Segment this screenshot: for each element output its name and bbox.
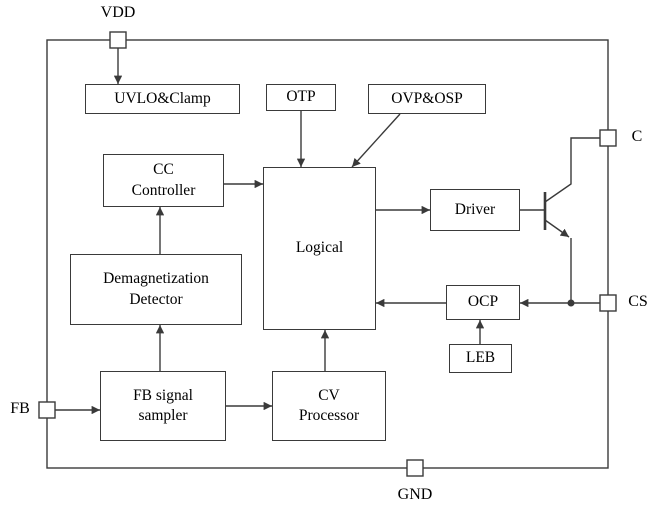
arrow-ovp-to-logical — [351, 113, 401, 168]
block-driver: Driver — [430, 189, 520, 231]
pin-label-cs: CS — [628, 293, 648, 310]
block-demagnetization-detector: Demagnetization Detector — [70, 254, 242, 325]
block-fb-sampler-label-line1: FB signal — [133, 386, 193, 404]
block-otp-label: OTP — [286, 88, 316, 106]
block-leb: LEB — [449, 344, 512, 373]
block-ovp-osp-label: OVP&OSP — [391, 89, 463, 107]
block-cc-controller-label-line2: Controller — [131, 181, 196, 199]
chip-border — [46, 39, 609, 469]
pin-cs — [599, 294, 617, 312]
block-demag-label-line2: Detector — [129, 290, 183, 308]
cs-junction-dot — [567, 299, 575, 307]
block-cc-controller: CC Controller — [103, 154, 224, 207]
block-ocp-label: OCP — [467, 293, 499, 311]
block-driver-label: Driver — [454, 200, 496, 218]
pin-fb — [38, 401, 56, 419]
transistor-emitter-arrow — [544, 219, 570, 238]
block-cv-processor: CV Processor — [272, 371, 386, 441]
pin-label-fb: FB — [10, 400, 30, 417]
pin-gnd — [406, 459, 424, 477]
pin-label-c: C — [631, 128, 643, 145]
block-ovp-osp: OVP&OSP — [368, 84, 486, 114]
pin-vdd — [109, 31, 127, 49]
block-fb-sampler-label-line2: sampler — [138, 407, 188, 424]
block-ocp: OCP — [446, 285, 520, 320]
block-leb-label: LEB — [465, 349, 496, 367]
pin-c — [599, 129, 617, 147]
pin-label-gnd: GND — [397, 486, 433, 503]
block-cc-controller-label-line1: CC — [153, 161, 174, 179]
pin-label-vdd: VDD — [100, 4, 136, 21]
transistor-collector-to-c-pin — [544, 137, 600, 203]
block-cv-processor-label-line1: CV — [318, 386, 340, 404]
block-otp: OTP — [266, 84, 336, 111]
block-uvlo-clamp-label: UVLO&Clamp — [114, 89, 211, 107]
block-logical-label: Logical — [295, 239, 344, 257]
block-logical: Logical — [263, 167, 376, 330]
block-cv-processor-label-line2: Processor — [298, 407, 360, 424]
block-uvlo-clamp: UVLO&Clamp — [85, 84, 240, 114]
block-fb-signal-sampler: FB signal sampler — [100, 371, 226, 441]
block-demag-label-line1: Demagnetization — [103, 270, 209, 288]
